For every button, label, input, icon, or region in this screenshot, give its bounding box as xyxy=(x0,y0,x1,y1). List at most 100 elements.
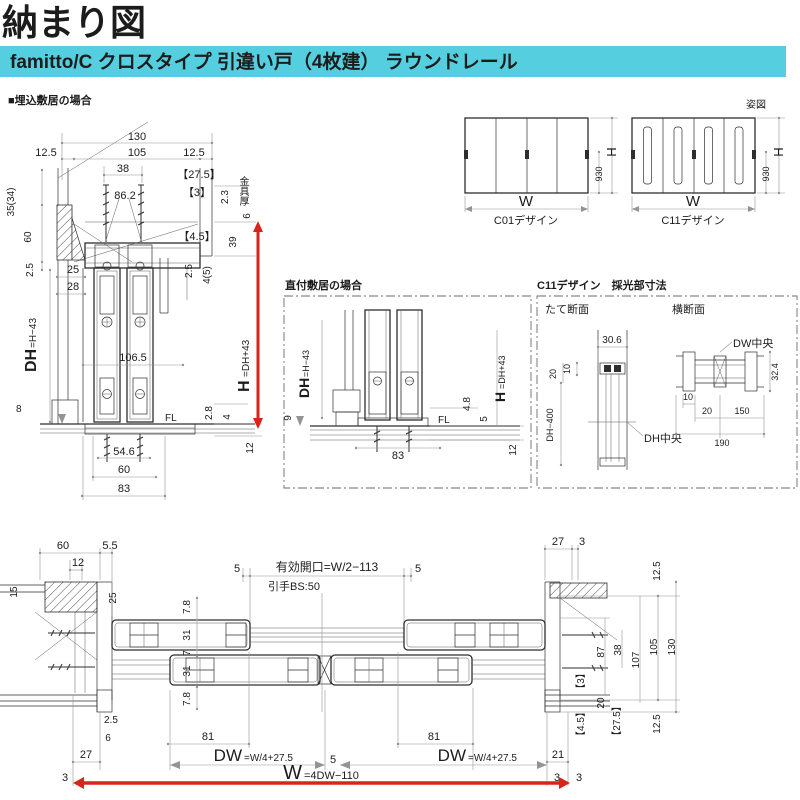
handle-mark xyxy=(525,150,529,159)
c01-design-label: C01デザイン xyxy=(494,213,558,227)
arrow-head-down xyxy=(253,418,263,429)
chokuzuke-box: 直付敷居の場合 DH =H−43 9 4.8 5 FL 12 H =DH+43 … xyxy=(283,278,532,489)
section-label: ■埋込敷居の場合 xyxy=(8,93,93,107)
jamb-screws xyxy=(562,631,608,672)
dim-60: 60 xyxy=(57,540,69,552)
dim-105: 105 xyxy=(128,147,146,159)
dim-4: 4 xyxy=(222,414,233,420)
chokuzuke-title: 直付敷居の場合 xyxy=(285,278,363,292)
dim-4-5-bracket: 【4.5】 xyxy=(178,230,215,243)
dim-39: 39 xyxy=(228,236,239,248)
dim-5: 5 xyxy=(479,416,490,422)
dim-38: 38 xyxy=(613,644,624,656)
elevation-c01: W C01デザイン H 930 xyxy=(464,116,619,227)
wall-hatch xyxy=(56,204,73,261)
dim-h-sub: =DH+43 xyxy=(241,339,252,377)
dim-130: 130 xyxy=(667,638,678,655)
arrow-head-up xyxy=(253,221,263,232)
dim-3-bracket: 【3】 xyxy=(183,186,211,199)
dim-w-sub: =4DW−110 xyxy=(304,770,359,782)
dim-106-5: 106.5 xyxy=(119,352,147,364)
dim-7: 7 xyxy=(182,650,193,656)
dim-dh-main: DH xyxy=(296,378,312,398)
dim-dh-sub: =H−43 xyxy=(28,318,39,348)
dim-105: 105 xyxy=(649,638,660,655)
dim-25: 25 xyxy=(67,264,79,276)
dim-2-5-left: 2.5 xyxy=(25,263,36,277)
banner-bar xyxy=(0,46,786,77)
sugata-label: 姿図 xyxy=(746,98,766,111)
dim-8: 8 xyxy=(16,404,22,415)
glazing-slot xyxy=(643,126,652,185)
chokuzuke-border xyxy=(283,295,532,489)
dim-4-5-bracket: 【4.5】 xyxy=(575,707,587,741)
dim-w: W xyxy=(686,193,701,210)
page-header: 納まり図 famitto/C クロスタイプ 引違い戸（4枚建） ラウンドレール … xyxy=(0,2,786,111)
dim-60-bottom: 60 xyxy=(118,464,130,476)
dim-6: 6 xyxy=(242,213,253,219)
hikite-label: 引手BS:50 xyxy=(268,579,320,593)
horizontal-section-drawing: 60 5.5 12 15 25 5 有効開口=W/2−113 5 引手BS:50… xyxy=(0,536,680,789)
yoko-danmen-label: 横断面 xyxy=(672,302,705,316)
dim-12: 12 xyxy=(245,442,256,454)
door-panel-section xyxy=(396,309,423,421)
door-panel-plan xyxy=(403,619,546,651)
dim-opening: 有効開口=W/2−113 xyxy=(276,559,379,574)
dim-5-5: 5.5 xyxy=(102,540,117,552)
elevation-c11: W C11デザイン H 930 xyxy=(631,116,786,227)
dim-12-5-bottom: 12.5 xyxy=(652,714,663,734)
tate-danmen-label: たて断面 xyxy=(545,302,589,316)
door-panel-plan xyxy=(169,654,321,686)
dim-10: 10 xyxy=(562,364,572,374)
dim-5-center: 5 xyxy=(330,754,336,766)
dim-20: 20 xyxy=(702,406,712,416)
handle-mark xyxy=(752,150,756,159)
door-panel-plan xyxy=(111,619,251,651)
door-panel-section xyxy=(126,267,154,423)
handle-mark xyxy=(631,150,635,159)
dim-2-3: 2.3 xyxy=(220,190,231,204)
dim-dh-sub: =H−43 xyxy=(301,350,311,377)
fl-label: FL xyxy=(165,413,177,424)
c11-detail-box: C11デザイン 採光部寸法 たて断面 横断面 30.6 10 20 DH−400… xyxy=(536,278,798,489)
dim-6-bottom: 6 xyxy=(105,733,111,744)
dim-31-top: 31 xyxy=(182,629,193,641)
door-panel-plan xyxy=(330,654,473,686)
dim-5-left: 5 xyxy=(234,563,240,575)
dim-60: 60 xyxy=(23,231,34,243)
door-panel-section xyxy=(93,267,121,423)
dim-35-34: 35(34) xyxy=(6,188,17,217)
dim-h-main: H xyxy=(236,380,253,392)
dim-27-5-bracket: 【27.5】 xyxy=(611,701,623,740)
dim-81-right: 81 xyxy=(428,731,440,743)
dim-54-6: 54.6 xyxy=(113,446,134,458)
dim-12-5-right: 12.5 xyxy=(183,147,204,159)
dim-4-5-paren: 4(5) xyxy=(202,266,213,284)
dim-12-5-left: 12.5 xyxy=(35,147,56,159)
sill-screws xyxy=(103,434,144,462)
dim-h-sub: =DH+43 xyxy=(497,355,507,389)
dim-27-bottom: 27 xyxy=(80,749,92,761)
dim-31-bottom: 31 xyxy=(182,665,193,677)
handle-mark xyxy=(585,150,589,159)
jamb-screws xyxy=(48,629,95,671)
kanagu-atsu-label: 金具厚 xyxy=(237,176,248,206)
dim-86-2: 86.2 xyxy=(114,190,135,202)
sill-screws xyxy=(373,426,413,452)
dim-81-left: 81 xyxy=(202,731,214,743)
vertical-section-drawing: 130 12.5 105 12.5 38 【27.5】 86.2 【3】 2.3… xyxy=(6,121,263,500)
dim-83: 83 xyxy=(392,450,404,462)
wall-hatch xyxy=(549,582,608,599)
dim-930: 930 xyxy=(761,166,771,181)
arrow-head-left xyxy=(73,777,84,789)
dim-25: 25 xyxy=(108,592,119,604)
dim-h: H xyxy=(771,147,786,156)
dim-12: 12 xyxy=(72,557,84,569)
dim-7-8-top: 7.8 xyxy=(182,600,193,614)
dim-10: 10 xyxy=(683,392,693,402)
dim-dw-sub-left: =W/4+27.5 xyxy=(244,753,293,764)
dh-center-label: DH中央 xyxy=(644,432,682,445)
dim-w-main: W xyxy=(283,762,302,784)
